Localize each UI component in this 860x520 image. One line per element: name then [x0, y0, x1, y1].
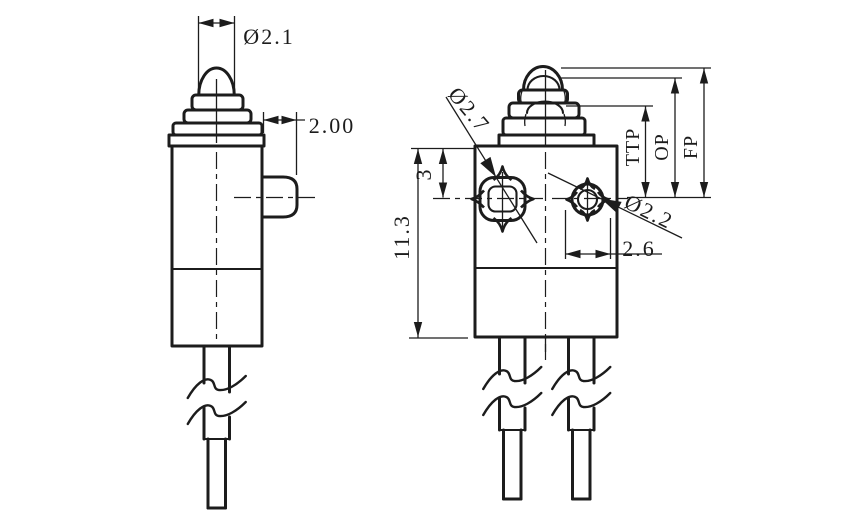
dim-label-body-height: 11.3 [389, 214, 414, 260]
side-wire-lead [186, 344, 248, 510]
dim-label-op: OP [651, 133, 673, 161]
side-boss [234, 175, 317, 219]
dim-label-hole-edge-distance: 2.6 [622, 236, 656, 261]
dim-boss-projection [262, 112, 305, 175]
front-body [433, 144, 628, 360]
side-view [167, 16, 317, 510]
dim-label-fp: FP [680, 134, 702, 160]
dim-label-ttp: TTP [622, 127, 644, 167]
dim-body-height [409, 147, 474, 339]
front-wire-leads [481, 335, 612, 501]
front-left-hole [470, 165, 535, 233]
leader-right-hole [547, 172, 683, 239]
dim-label-boss-projection: 2.00 [308, 113, 356, 138]
side-body [170, 144, 264, 348]
front-view [433, 65, 711, 501]
dim-hole-offset [438, 148, 448, 198]
dim-label-hole-offset: 3 [411, 167, 436, 181]
side-plunger-pin [197, 16, 236, 143]
dim-positions [561, 67, 711, 199]
leader-left-hole [445, 96, 538, 244]
dim-label-plunger-diameter: Ø2.1 [243, 24, 295, 49]
front-plunger [497, 65, 596, 148]
dim-hole-edge [564, 210, 662, 259]
